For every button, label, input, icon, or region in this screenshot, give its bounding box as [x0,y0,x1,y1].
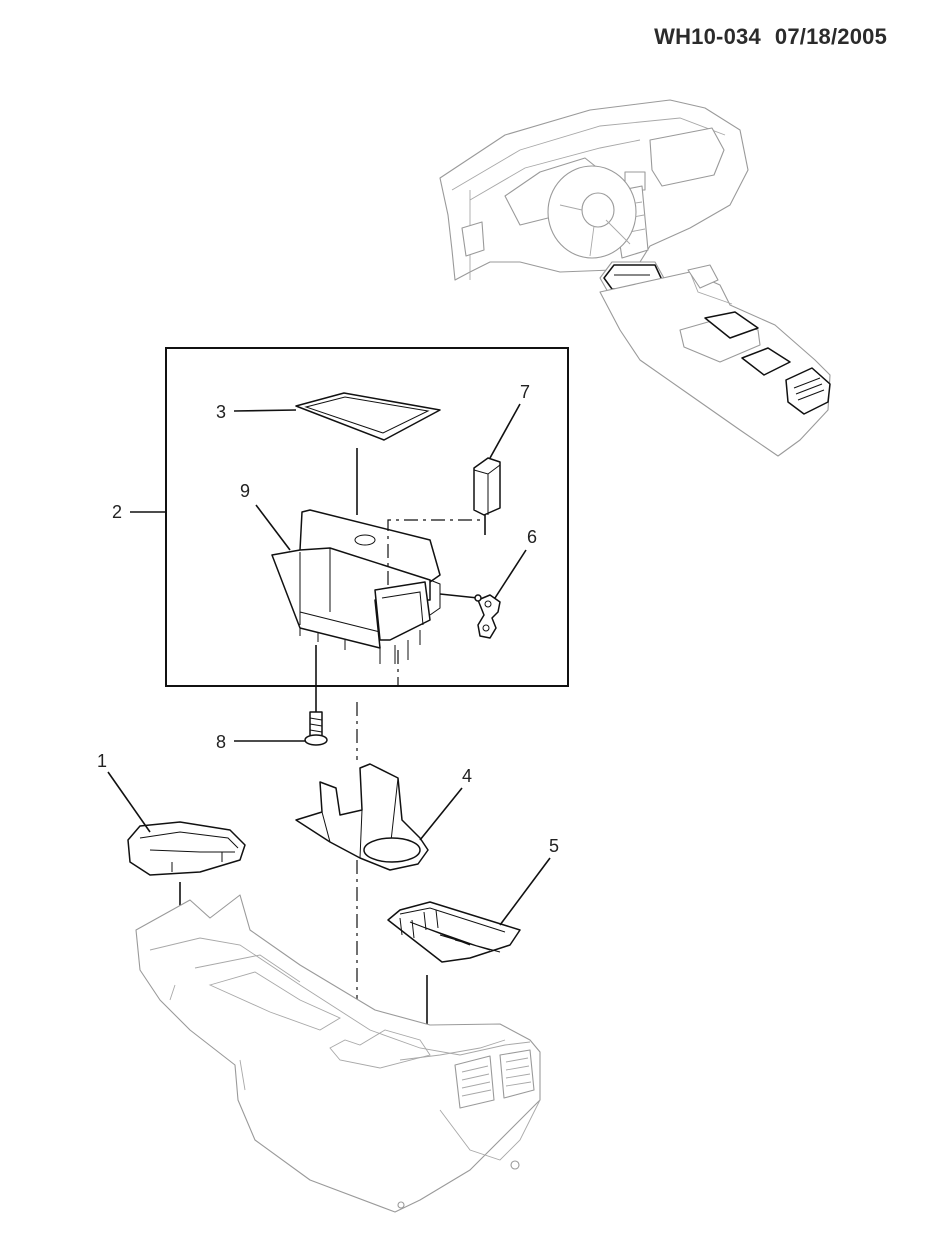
callout-labels: 1 2 3 4 5 6 7 8 [97,382,559,926]
vehicle-location-view [439,99,831,457]
svg-text:5: 5 [549,836,559,856]
assembly-inset-frame [165,347,569,687]
svg-text:6: 6 [527,527,537,547]
svg-text:1: 1 [97,751,107,771]
callout-3: 3 [216,402,297,422]
callout-2: 2 [112,502,166,522]
callout-7: 7 [489,382,530,459]
svg-text:3: 3 [216,402,226,422]
part-3-lid-pad[interactable] [295,392,441,441]
svg-text:4: 4 [462,766,472,786]
callout-8: 8 [216,732,306,752]
floor-console [135,894,541,1213]
callout-1: 1 [97,751,151,833]
part-1-tray[interactable] [127,821,246,876]
svg-text:2: 2 [112,502,122,522]
callout-9: 9 [240,481,291,551]
part-6-clip[interactable] [439,593,501,639]
part-8-screw[interactable] [304,711,328,746]
callout-5: 5 [499,836,559,926]
diagram-header: WH10-034 07/18/2005 [654,24,887,50]
part-7-switch[interactable] [473,457,501,516]
diagram-date: 07/18/2005 [774,24,887,49]
part-9-compartment[interactable] [271,509,441,664]
svg-text:8: 8 [216,732,226,752]
svg-text:9: 9 [240,481,250,501]
svg-text:7: 7 [520,382,530,402]
callout-6: 6 [494,527,537,599]
diagram-code: WH10-034 [654,24,761,49]
callout-4: 4 [419,766,472,841]
part-4-cup-holder[interactable] [295,763,429,871]
part-5-mat[interactable] [387,901,521,963]
